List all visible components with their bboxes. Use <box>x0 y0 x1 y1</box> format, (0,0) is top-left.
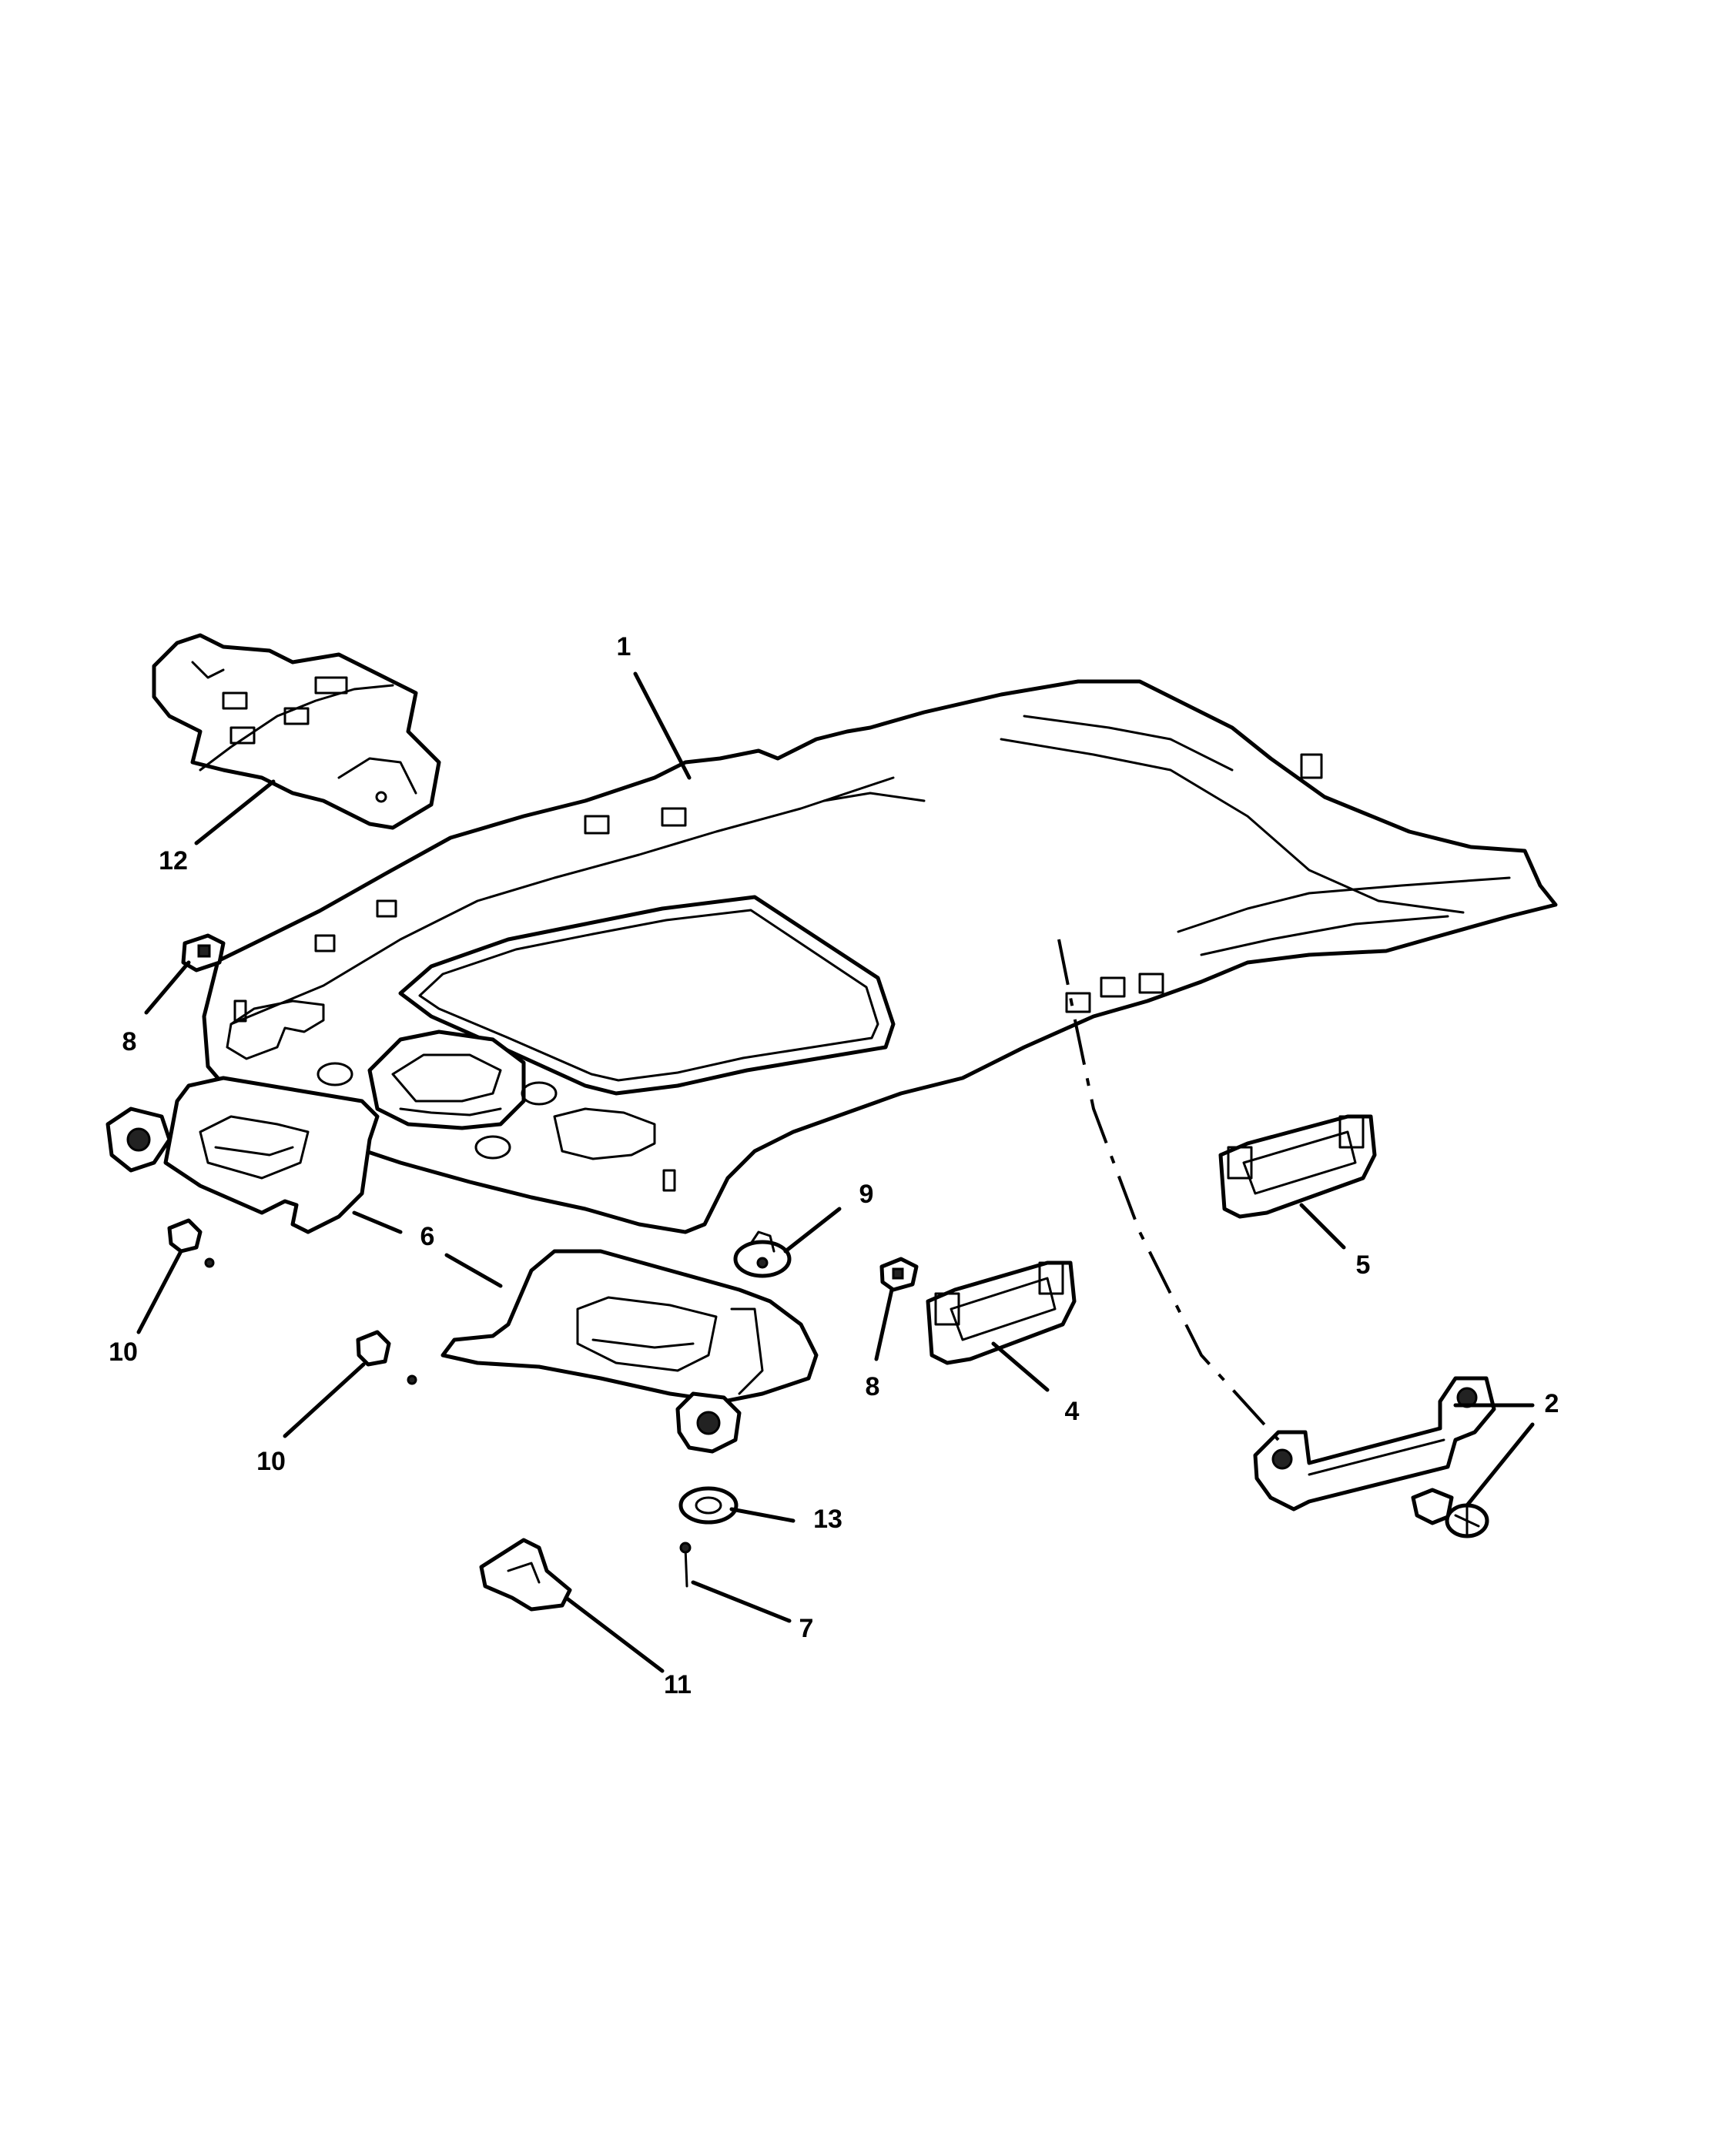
callout-11: 11 <box>664 1670 692 1699</box>
leader-2b <box>1465 1422 1535 1508</box>
grab-handle-part <box>1253 1376 1496 1512</box>
callout-13: 13 <box>813 1505 842 1534</box>
callout-7: 7 <box>799 1614 814 1643</box>
callout-4: 4 <box>1065 1397 1080 1426</box>
leader-8-upper <box>144 960 191 1015</box>
sun-visor-left-part <box>106 1076 380 1234</box>
callout-2: 2 <box>1545 1389 1559 1418</box>
callout-9: 9 <box>859 1180 874 1209</box>
leader-1 <box>633 671 692 780</box>
callout-10-right: 10 <box>256 1447 286 1476</box>
leader-10-left <box>136 1249 183 1334</box>
clip-part-upper <box>181 933 226 973</box>
headliner-part <box>202 679 1558 1234</box>
leader-8-middle <box>874 1287 894 1361</box>
leader-12 <box>194 779 276 845</box>
leader-4 <box>991 1341 1050 1392</box>
sun-visor-right-part <box>440 1249 819 1454</box>
leader-7 <box>691 1580 792 1623</box>
leader-10-right <box>283 1362 366 1438</box>
leader-lines <box>136 671 1535 1673</box>
visor-retainer-clip-part <box>479 1538 572 1612</box>
grab-handle-bezel-4-part <box>926 1260 1077 1365</box>
round-clip-part <box>733 1230 792 1278</box>
leader-6-left <box>352 1210 403 1234</box>
callout-8-upper: 8 <box>122 1027 137 1056</box>
callout-12: 12 <box>159 846 188 875</box>
leader-6-right <box>444 1253 503 1288</box>
grommet-part <box>678 1486 739 1525</box>
callout-labels: 1 2 4 5 6 7 8 8 9 10 10 11 12 13 <box>109 632 1559 1699</box>
callout-5: 5 <box>1356 1250 1371 1280</box>
leader-5 <box>1299 1203 1346 1250</box>
grab-handle-bezel-5-part <box>1218 1114 1377 1219</box>
leader-13 <box>729 1507 796 1523</box>
visor-clip-left-part <box>167 1218 215 1268</box>
callout-8-middle: 8 <box>866 1372 880 1401</box>
callout-6: 6 <box>420 1222 435 1251</box>
visor-clip-right-part <box>356 1330 417 1385</box>
clip-part-middle <box>879 1257 919 1292</box>
leader-11 <box>564 1595 665 1673</box>
screw-part <box>679 1542 692 1588</box>
callout-10-left: 10 <box>109 1337 138 1367</box>
dash-dot-reference-line <box>1057 939 1280 1441</box>
overhead-console-bracket-part <box>152 633 441 830</box>
callout-1: 1 <box>617 632 631 661</box>
sunroof-opening <box>398 895 896 1096</box>
leader-9 <box>783 1207 842 1254</box>
